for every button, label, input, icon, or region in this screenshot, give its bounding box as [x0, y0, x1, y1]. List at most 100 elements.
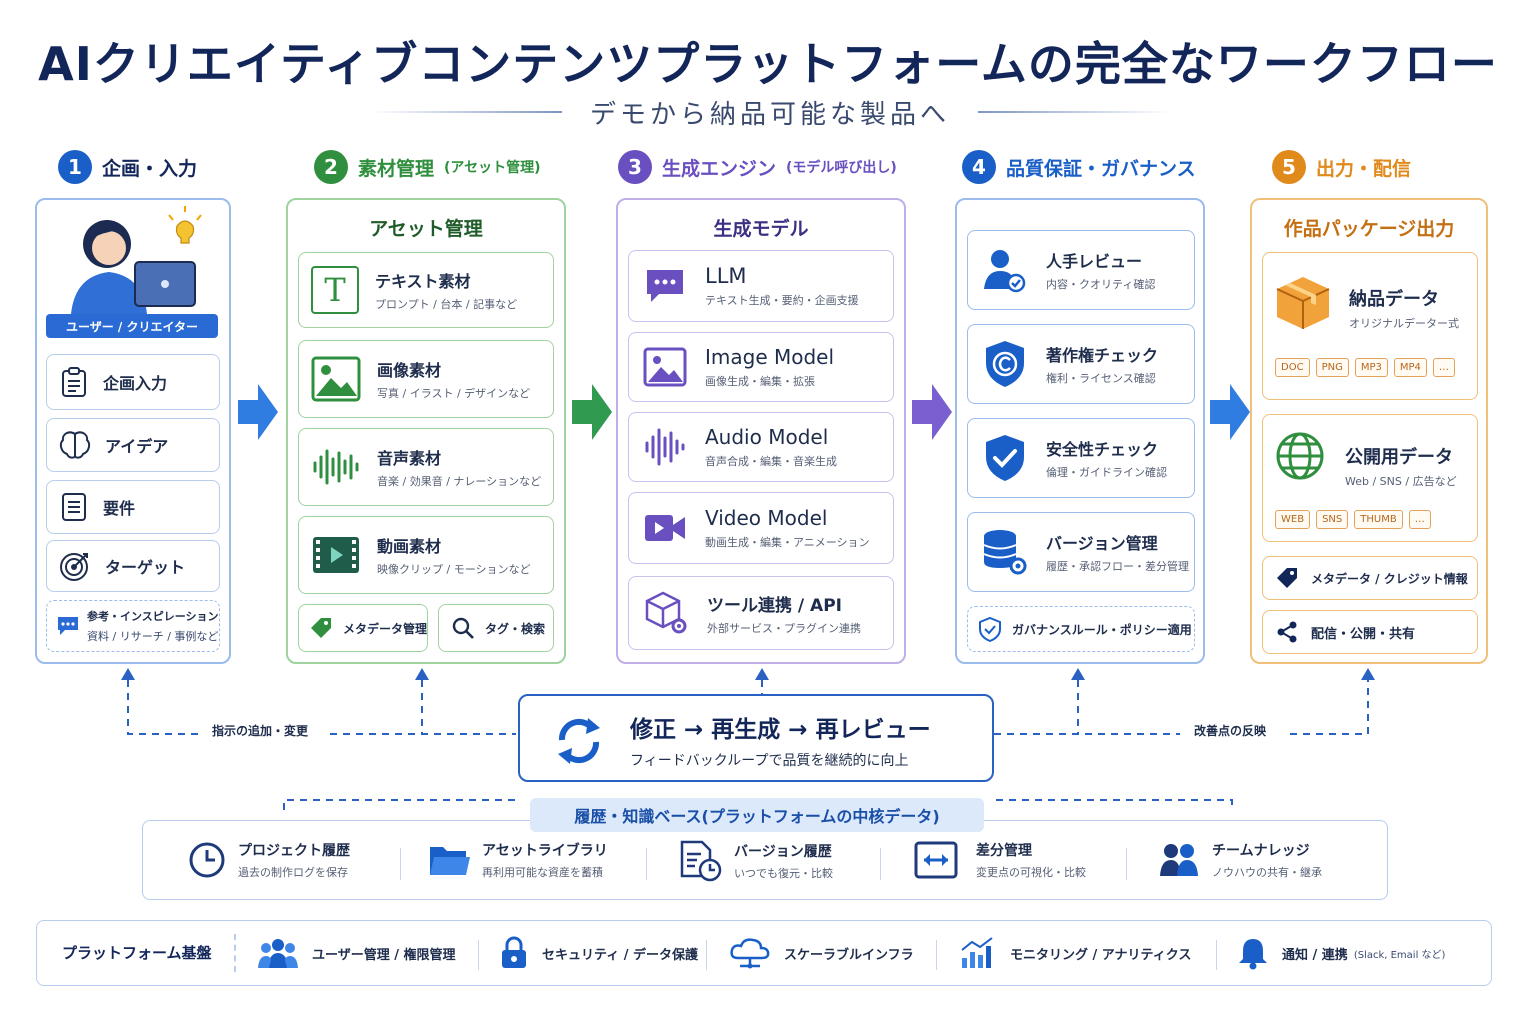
quality-item-safety[interactable]: 安全性チェック倫理・ガイドライン確認 — [967, 418, 1195, 498]
person-icon — [984, 250, 1026, 293]
distribute-label: 配信・公開・共有 — [1311, 626, 1416, 642]
knowledge-item-sub: 変更点の可視化・比較 — [976, 866, 1086, 879]
governance-box[interactable]: ガバナンスルール・ポリシー適用 — [967, 606, 1195, 652]
format-badge: THUMB — [1354, 510, 1403, 529]
knowledge-base-panel — [142, 820, 1388, 900]
flow-arrow-3-icon — [912, 384, 952, 440]
asset-item-audio[interactable]: 音声素材音楽 / 効果音 / ナレーションなど — [298, 428, 554, 506]
planning-item-label: アイデア — [105, 437, 169, 456]
knowledge-item-asset-library[interactable]: アセットライブラリ再利用可能な資産を蓄積 — [428, 840, 608, 880]
delivery-sub: オリジナルデーター式 — [1349, 317, 1459, 330]
divider — [646, 848, 647, 880]
asset-item-video[interactable]: 動画素材映像クリップ / モーションなど — [298, 516, 554, 594]
metadata-label: メタデータ管理 — [343, 621, 428, 636]
divider — [1126, 848, 1127, 880]
quality-item-copyright[interactable]: 著作権チェック権利・ライセンス確認 — [967, 324, 1195, 404]
globe-icon — [1276, 432, 1324, 480]
knowledge-item-title: バージョン履歴 — [734, 844, 832, 860]
format-badge: PNG — [1315, 358, 1349, 377]
section-label: 企画・入力 — [102, 157, 198, 180]
platform-item-security[interactable]: セキュリティ / データ保護 — [500, 936, 698, 970]
shield-outline-icon — [979, 616, 1001, 642]
platform-item-monitoring[interactable]: モニタリング / アナリティクス — [960, 936, 1191, 970]
platform-item-label: セキュリティ / データ保護 — [542, 947, 699, 963]
knowledge-item-title: アセットライブラリ — [482, 843, 608, 859]
format-badge: SNS — [1316, 510, 1349, 529]
copyright-icon — [986, 341, 1024, 387]
distribute-box[interactable]: 配信・公開・共有 — [1262, 610, 1478, 654]
knowledge-item-project-history[interactable]: プロジェクト履歴過去の制作ログを保存 — [188, 840, 350, 880]
knowledge-item-sub: 過去の制作ログを保存 — [238, 866, 348, 879]
platform-item-notify[interactable]: 通知 / 連携 (Slack, Email など) — [1238, 936, 1445, 970]
model-item-title: Audio Model — [705, 425, 829, 449]
delivery-title: 納品データ — [1349, 289, 1439, 310]
knowledge-base-title: 履歴・知識ベース(プラットフォームの中核データ) — [530, 798, 984, 832]
quality-item-sub: 内容・クオリティ確認 — [1046, 278, 1156, 291]
platform-item-label: スケーラブルインフラ — [784, 947, 914, 963]
brain-icon — [59, 431, 91, 459]
team-icon — [1160, 844, 1198, 876]
package-box-icon — [1276, 277, 1330, 329]
assets-panel-title: アセット管理 — [369, 218, 483, 240]
planning-item-label: 要件 — [103, 499, 136, 518]
quality-item-version[interactable]: バージョン管理履歴・承認フロー・差分管理 — [967, 512, 1195, 592]
flow-arrow-2-icon — [572, 384, 612, 440]
tag-icon — [1277, 568, 1297, 588]
planning-item-requirements[interactable]: 要件 — [46, 480, 220, 534]
models-panel-title: 生成モデル — [713, 218, 809, 240]
creator-illustration-icon — [71, 206, 202, 314]
model-item-title: LLM — [705, 264, 747, 288]
image-icon — [643, 347, 687, 387]
section-header-4: 4 品質保証・ガバナンス — [962, 150, 1196, 184]
planning-item-target[interactable]: ターゲット — [46, 540, 220, 592]
asset-item-image[interactable]: 画像素材写真 / イラスト / デザインなど — [298, 340, 554, 418]
section-label: 品質保証・ガバナンス — [1006, 157, 1196, 180]
asset-item-text[interactable]: T テキスト素材プロンプト / 台本 / 記事など — [298, 252, 554, 328]
section-header-2: 2 素材管理 (アセット管理) — [314, 150, 541, 184]
refresh-icon — [558, 718, 600, 764]
section-label: 出力・配信 — [1316, 157, 1412, 180]
section-number: 2 — [314, 150, 348, 184]
asset-item-sub: 写真 / イラスト / デザインなど — [377, 387, 531, 400]
planning-item-idea[interactable]: アイデア — [46, 418, 220, 472]
knowledge-item-title: 差分管理 — [976, 843, 1032, 859]
format-badge: WEB — [1275, 510, 1311, 529]
format-badge: DOC — [1275, 358, 1310, 377]
planning-item-input[interactable]: 企画入力 — [46, 354, 220, 410]
metadata-button[interactable]: メタデータ管理 — [298, 604, 428, 652]
quality-item-review[interactable]: 人手レビュー内容・クオリティ確認 — [967, 230, 1195, 310]
section-number: 1 — [58, 150, 92, 184]
asset-item-title: 音声素材 — [377, 449, 442, 468]
quality-item-sub: 権利・ライセンス確認 — [1046, 372, 1156, 385]
target-icon — [60, 553, 88, 581]
platform-item-infra[interactable]: スケーラブルインフラ — [730, 936, 914, 970]
credit-info-box[interactable]: メタデータ / クレジット情報 — [1262, 556, 1478, 600]
shield-check-icon — [986, 435, 1024, 481]
section-number: 3 — [618, 150, 652, 184]
feedback-connectors — [121, 668, 1375, 810]
doc-clock-icon — [680, 840, 722, 882]
feedback-loop-box[interactable]: 修正 → 再生成 → 再レビュー フィードバックループで品質を継続的に向上 — [518, 694, 994, 782]
model-item-sub: 外部サービス・プラグイン連携 — [707, 621, 861, 635]
reference-box[interactable]: 参考・インスピレーション 資料 / リサーチ / 事例など — [46, 600, 220, 652]
flow-arrow-1-icon — [238, 384, 278, 440]
format-badge: MP4 — [1393, 358, 1427, 377]
video-camera-icon — [645, 515, 685, 541]
knowledge-item-team[interactable]: チームナレッジノウハウの共有・継承 — [1160, 840, 1322, 880]
knowledge-item-version-history[interactable]: バージョン履歴いつでも復元・比較 — [678, 840, 833, 882]
platform-item-users[interactable]: ユーザー管理 / 権限管理 — [258, 938, 456, 968]
platform-title: プラットフォーム基盤 — [62, 944, 212, 962]
knowledge-item-diff[interactable]: 差分管理変更点の可視化・比較 — [914, 840, 1086, 880]
cloud-icon — [730, 938, 770, 969]
section-label: 生成エンジン — [662, 157, 777, 180]
tag-search-button[interactable]: タグ・検索 — [438, 604, 554, 652]
model-item-title: Image Model — [705, 345, 835, 369]
